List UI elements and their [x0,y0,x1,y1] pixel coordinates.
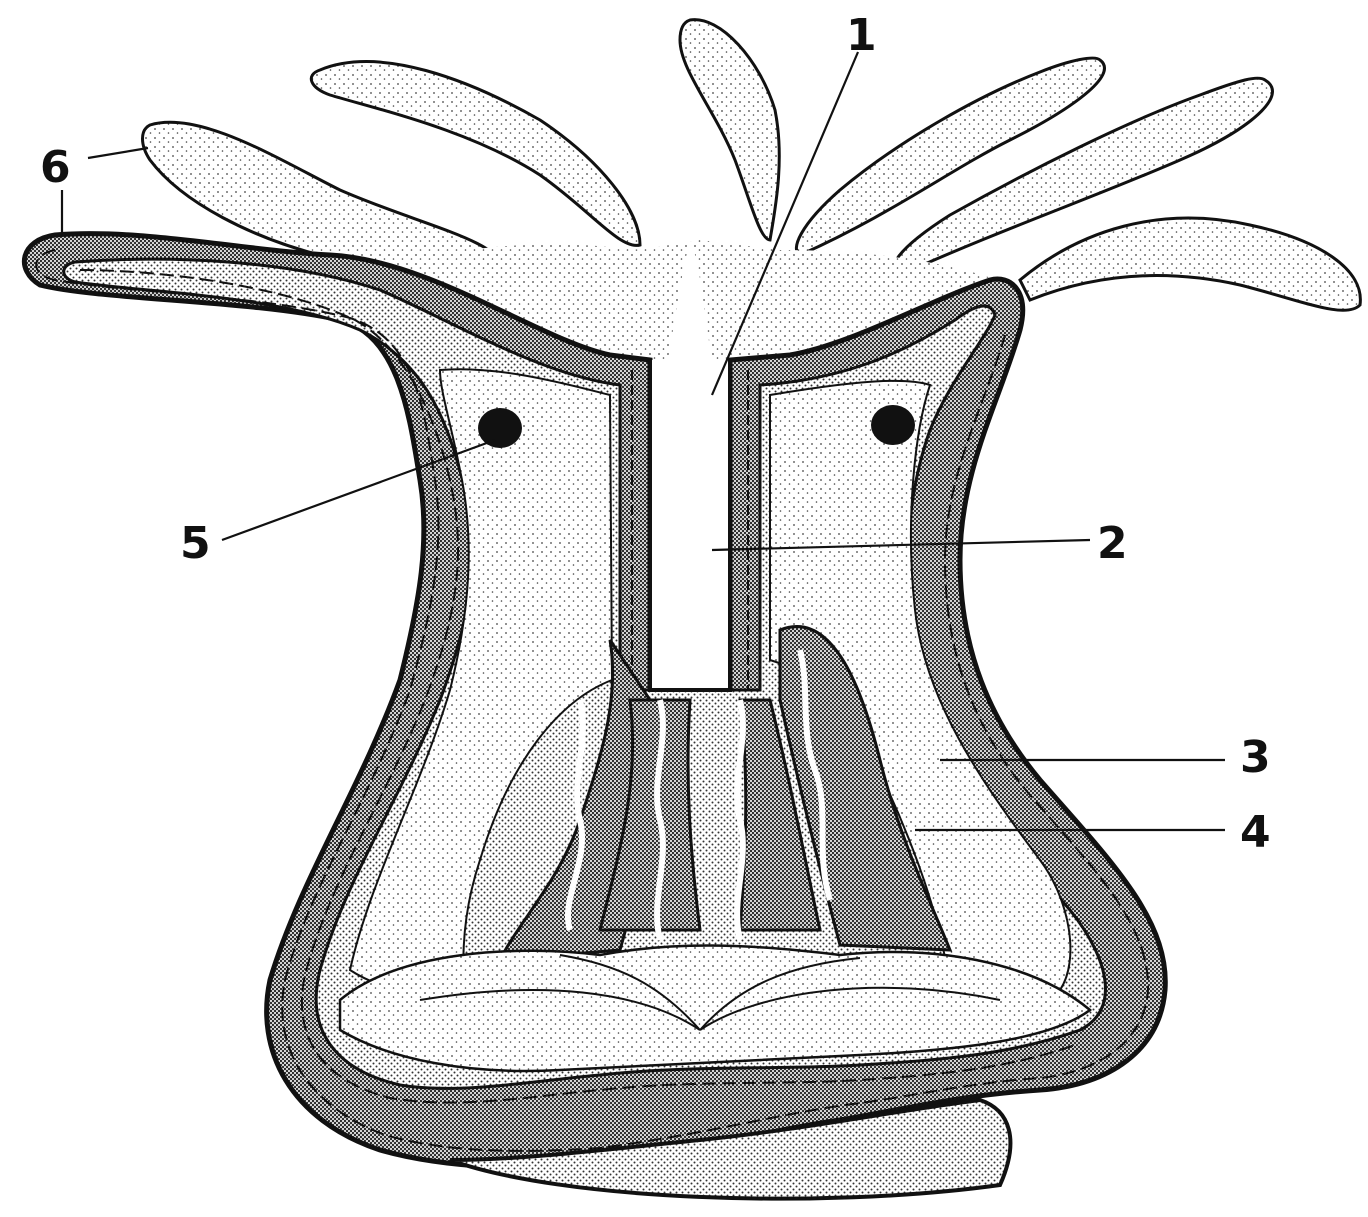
callout-2: 2 [1097,518,1128,569]
pharynx-tube [650,360,730,690]
gonad-right [871,405,915,445]
callout-5: 5 [180,518,211,569]
leader-6a [88,148,148,158]
tentacles [143,20,1361,410]
tentacle [1020,218,1360,310]
callout-3: 3 [1240,732,1271,783]
gonad-left [478,408,522,448]
callout-4: 4 [1240,807,1271,858]
callout-1: 1 [846,10,877,61]
callout-6: 6 [40,142,71,193]
tentacle [680,20,779,240]
